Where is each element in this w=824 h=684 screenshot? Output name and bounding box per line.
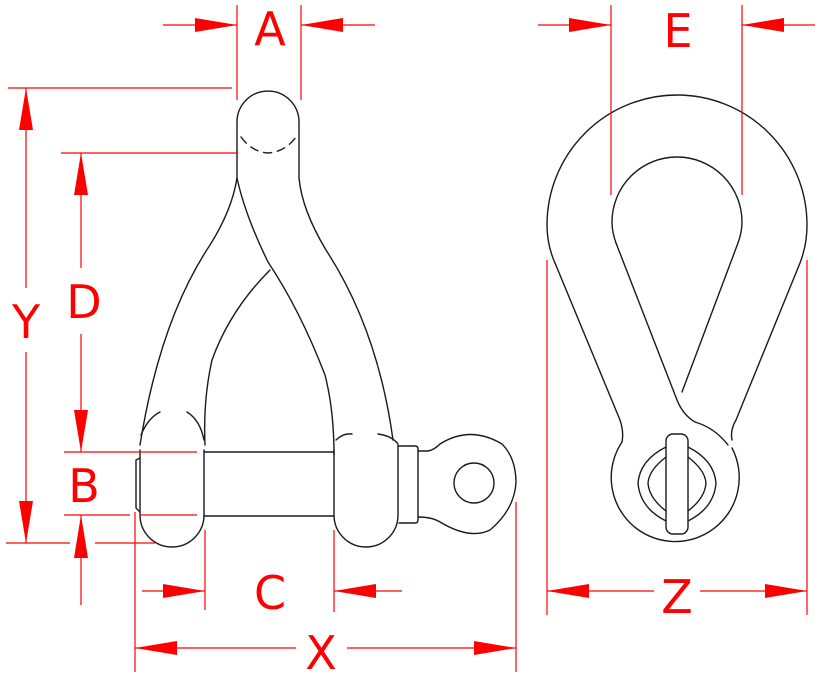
arrow-icon — [742, 18, 784, 32]
label-B: B — [68, 459, 100, 513]
arrow-icon — [334, 584, 376, 598]
dimension-X — [134, 502, 517, 672]
arrow-icon — [765, 584, 807, 598]
label-E: E — [663, 4, 692, 58]
label-Z: Z — [661, 570, 693, 624]
arrow-icon — [547, 584, 589, 598]
dimension-C — [142, 530, 402, 612]
label-Y: Y — [11, 295, 41, 349]
arrow-icon — [569, 18, 611, 32]
dimension-Z — [546, 260, 808, 615]
arrow-icon — [135, 641, 177, 655]
dimension-E — [538, 5, 815, 195]
label-D: D — [66, 275, 101, 329]
arrow-icon — [163, 584, 205, 598]
label-X: X — [305, 626, 337, 680]
arrow-icon — [74, 153, 88, 195]
arrow-icon — [195, 18, 237, 32]
dimension-D — [61, 152, 237, 452]
label-A: A — [254, 2, 286, 56]
label-C: C — [254, 566, 286, 620]
dimension-A — [163, 5, 375, 100]
arrow-icon — [74, 515, 88, 558]
dimension-B — [64, 451, 197, 605]
arrow-icon — [19, 88, 33, 130]
arrow-icon — [301, 18, 343, 32]
arrow-icon — [74, 410, 88, 452]
arrow-icon — [19, 501, 33, 543]
front-view-shackle — [546, 94, 808, 543]
arrow-icon — [474, 641, 516, 655]
dimension-Y — [6, 87, 232, 544]
side-view-shackle — [135, 90, 517, 548]
